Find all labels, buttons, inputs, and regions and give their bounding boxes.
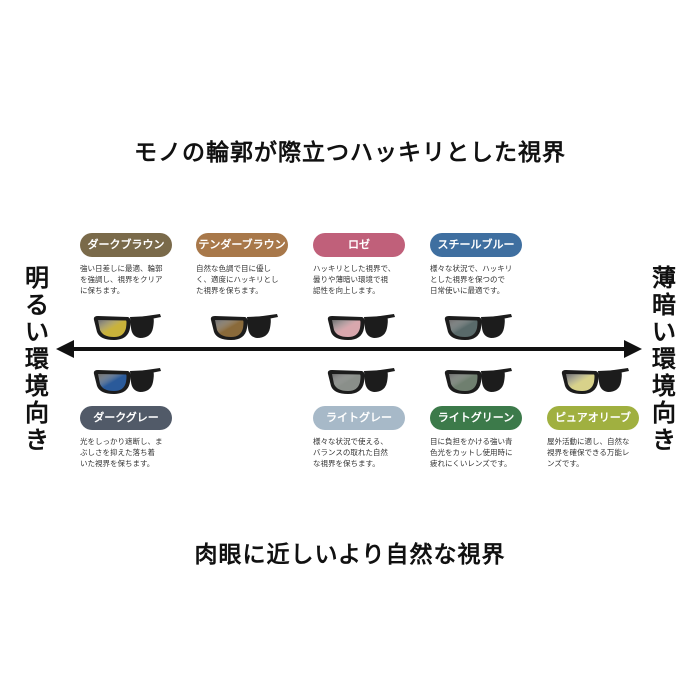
badge-light-grey: ライトグレー [313, 406, 405, 430]
lens-right [481, 370, 505, 392]
sunglasses-icon [93, 368, 161, 394]
lens-tint [98, 320, 127, 337]
badge-dark-brown: ダークブラウン [80, 233, 172, 257]
desc-light-grey: 様々な状況で使える、 バランスの取れた自然 な視界を保ちます。 [313, 437, 388, 468]
badge-rose: ロゼ [313, 233, 405, 257]
sunglasses-icon [561, 368, 629, 394]
desc-rose: ハッキリとした視界で、 曇りや薄暗い環境で視 認性を向上します。 [313, 264, 396, 295]
arrow-left-icon [56, 340, 74, 358]
sunglasses-icon [93, 314, 161, 340]
sunglasses-icon [327, 368, 395, 394]
badge-tender-brown: テンダーブラウン [196, 233, 288, 257]
lens-tint [215, 320, 244, 337]
badge-steel-blue: スチールブルー [430, 233, 522, 257]
lens-right [364, 316, 388, 338]
lens-tint [449, 374, 478, 391]
lens-right [598, 370, 622, 392]
sunglasses-icon [444, 368, 512, 394]
desc-steel-blue: 様々な状況で、ハッキリ とした視界を保つので 日常使いに最適です。 [430, 264, 513, 295]
lens-tint [566, 374, 595, 391]
badge-pure-olive: ピュアオリーブ [547, 406, 639, 430]
lens-right [130, 316, 154, 338]
lens-tint [332, 320, 361, 337]
arrow-right-icon [624, 340, 642, 358]
sunglasses-icon [444, 314, 512, 340]
lens-right [364, 370, 388, 392]
lens-tint [449, 320, 478, 337]
lens-tint [98, 374, 127, 391]
lens-tint [332, 374, 361, 391]
sunglasses-icon [210, 314, 278, 340]
heading-top: モノの輪郭が際立つハッキリとした視界 [134, 140, 566, 166]
right-vertical-label: 薄 暗 い 環 境 向 き [652, 264, 676, 454]
left-vertical-label: 明 る い 環 境 向 き [25, 264, 49, 454]
desc-tender-brown: 自然な色調で目に優し く、適度にハッキリとし た視界を保ちます。 [196, 264, 279, 295]
desc-dark-grey: 光をしっかり遮断し、ま ぶしさを抑えた落ち着 いた視界を保ちます。 [80, 437, 163, 468]
sunglasses-icon [327, 314, 395, 340]
lens-right [130, 370, 154, 392]
desc-light-green: 目に負担をかける強い青 色光をカットし使用時に 疲れにくいレンズです。 [430, 437, 513, 468]
desc-pure-olive: 屋外活動に適し、自然な 視界を確保できる万能レ ンズです。 [547, 437, 630, 468]
badge-light-green: ライトグリーン [430, 406, 522, 430]
badge-dark-grey: ダークグレー [80, 406, 172, 430]
desc-dark-brown: 強い日差しに最適、輪郭 を強調し、視界をクリア に保ちます。 [80, 264, 163, 295]
lens-right [247, 316, 271, 338]
heading-bottom: 肉眼に近しいより自然な視界 [194, 542, 506, 568]
lens-right [481, 316, 505, 338]
